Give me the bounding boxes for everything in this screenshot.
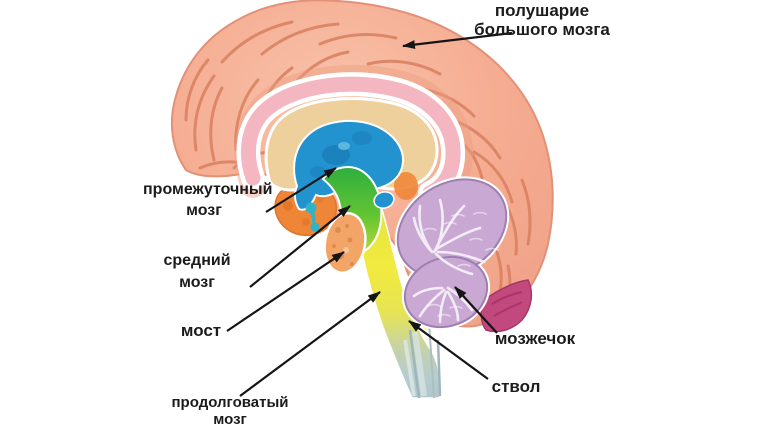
label-medulla-line2: мозг [213, 411, 247, 428]
arrow-cerebrum [402, 31, 513, 50]
label-cerebrum-line2: большого мозга [474, 20, 610, 39]
arrow-midbrain [249, 205, 351, 288]
label-midbrain: средний мозг [146, 250, 248, 294]
corpus-callosum [236, 72, 466, 205]
label-cerebrum-line1: полушарие [494, 1, 590, 20]
label-diencephalon: промежуточный мозг [143, 179, 273, 221]
pointer-arrows [226, 31, 513, 397]
label-medulla-line1: продолговатый [171, 394, 289, 411]
label-midbrain-line2: мозг [179, 274, 215, 291]
pituitary-drip [305, 202, 320, 232]
occipital-fold [480, 279, 533, 333]
arrow-pons [226, 251, 345, 332]
label-pons: мост [170, 322, 232, 340]
arrow-medulla [239, 291, 381, 397]
label-diencephalon-line1: промежуточный [143, 181, 273, 198]
label-cerebrum: полушарие большого мозга [462, 1, 622, 39]
cerebellum-texture [423, 211, 499, 317]
colliculus-lump [373, 191, 395, 209]
label-cerebellum-line1: мозжечок [494, 329, 576, 348]
arrow-brainstem [408, 320, 489, 380]
label-diencephalon-line2: мозг [186, 202, 222, 219]
arrow-diencephalon [265, 167, 337, 213]
arrow-cerebellum [454, 286, 498, 334]
label-cerebellum: мозжечок [488, 330, 582, 348]
pineal-region [394, 172, 418, 200]
label-medulla: продолговатый мозг [167, 394, 293, 428]
arbor-vitae-branches [412, 198, 486, 324]
cerebellum-region [394, 176, 510, 331]
label-pons-line1: мост [180, 321, 222, 340]
label-midbrain-line1: средний [163, 252, 231, 269]
label-brainstem: ствол [484, 378, 548, 396]
label-brainstem-line1: ствол [491, 377, 541, 396]
